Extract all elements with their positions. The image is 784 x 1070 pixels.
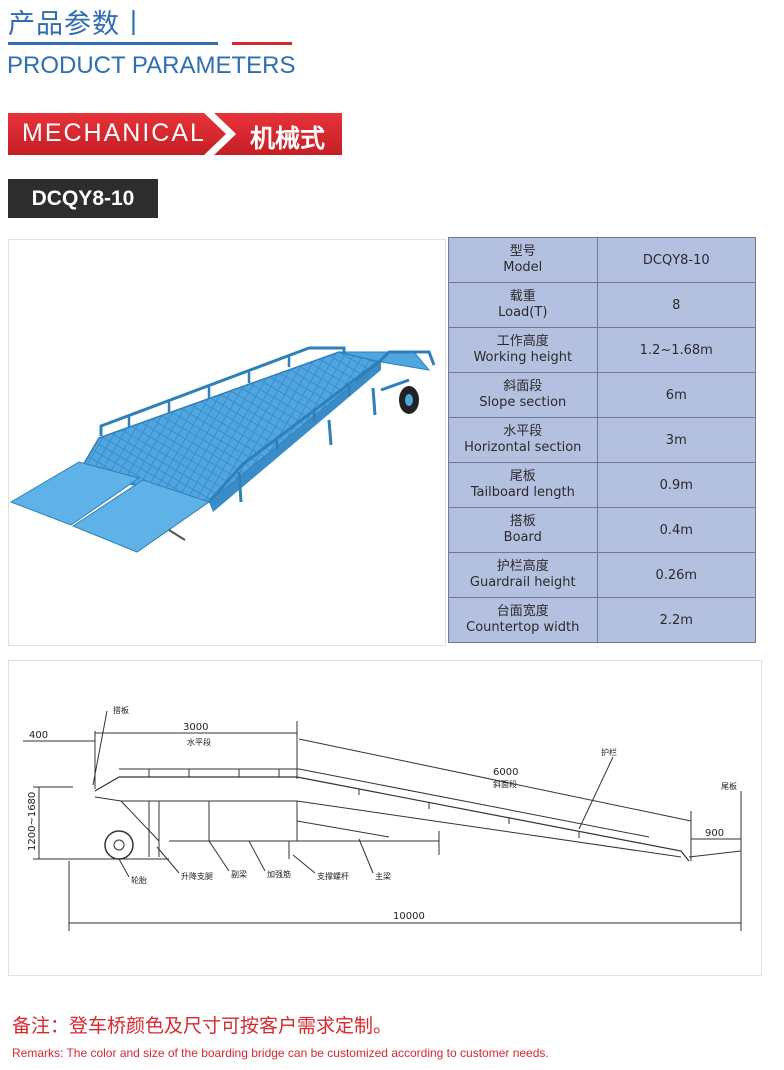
spec-value: 0.26m (596, 552, 757, 598)
label-reinforce: 加强筋 (267, 869, 291, 879)
model-tag: DCQY8-10 (8, 179, 158, 218)
spec-value: 0.9m (596, 462, 757, 508)
dim-6000-label: 斜面段 (493, 779, 517, 789)
dim-total: 10000 (393, 911, 425, 922)
dim-400: 400 (29, 730, 48, 741)
spec-key-en: Tailboard length (470, 485, 575, 500)
spec-value: 0.4m (596, 507, 757, 553)
remark-en: Remarks: The color and size of the board… (12, 1046, 549, 1060)
dim-3000-label: 水平段 (187, 737, 211, 747)
dim-3000: 3000 (183, 722, 208, 733)
title-underline-blue (8, 42, 218, 45)
label-lift: 升降支腿 (181, 871, 213, 881)
spec-key-cn: 载重 (509, 289, 536, 304)
label-board: 搭板 (113, 705, 129, 715)
label-beam: 副梁 (231, 870, 247, 879)
banner-label-cn: 机械式 (250, 124, 326, 153)
spec-key-en: Load(T) (498, 305, 548, 320)
spec-key-cn: 水平段 (503, 424, 543, 439)
spec-key-en: Guardrail height (469, 575, 576, 590)
spec-key-en: Board (503, 530, 542, 545)
spec-key-cn: 工作高度 (496, 334, 549, 349)
mechanical-banner: MECHANICAL 机械式 (8, 113, 342, 155)
banner-label-en: MECHANICAL (22, 119, 206, 147)
dim-line-6000 (298, 738, 692, 822)
section-title-en: PRODUCT PARAMETERS (7, 52, 296, 79)
dim-900: 900 (705, 828, 724, 839)
wheel-icon (104, 830, 134, 860)
spec-key-en: Countertop width (466, 620, 580, 635)
spec-key-cn: 型号 (509, 244, 536, 259)
product-photo (8, 239, 446, 646)
dim-height: 1200~1680 (27, 792, 38, 851)
spec-value: 1.2~1.68m (596, 327, 757, 373)
label-guardrail: 护栏 (601, 747, 617, 757)
spec-value: DCQY8-10 (596, 237, 757, 283)
spec-key-cn: 护栏高度 (496, 559, 549, 574)
spec-key-cn: 尾板 (509, 469, 536, 484)
remark-cn: 备注：登车桥颜色及尺寸可按客户需求定制。 (12, 1015, 393, 1037)
spec-value: 2.2m (596, 597, 757, 643)
label-main: 主梁 (375, 871, 391, 881)
label-tail: 尾板 (721, 781, 737, 791)
spec-value: 6m (596, 372, 757, 418)
spec-key-cn: 斜面段 (503, 379, 543, 394)
banner-shape (8, 113, 342, 155)
spec-key-en: Model (503, 260, 543, 275)
spec-key-cn: 台面宽度 (496, 604, 549, 619)
spec-key-en: Slope section (479, 395, 567, 410)
label-wheel: 轮胎 (131, 875, 147, 885)
spec-key-en: Working height (473, 350, 573, 365)
ramp-illustration (9, 346, 436, 553)
title-underline-red (232, 42, 292, 45)
dim-6000: 6000 (493, 767, 518, 778)
label-support: 支撑螺杆 (317, 871, 349, 881)
spec-key-cn: 搭板 (509, 514, 536, 529)
spec-value: 3m (596, 417, 757, 463)
technical-drawing: 400 3000 水平段 6000 斜面段 900 1200~1680 1000… (8, 660, 762, 976)
dimension-drawing: 400 3000 水平段 6000 斜面段 900 1200~1680 1000… (23, 705, 742, 931)
spec-value: 8 (596, 282, 757, 328)
spec-key-en: Horizontal section (464, 440, 582, 455)
section-title-cn: 产品参数丨 (8, 9, 148, 40)
